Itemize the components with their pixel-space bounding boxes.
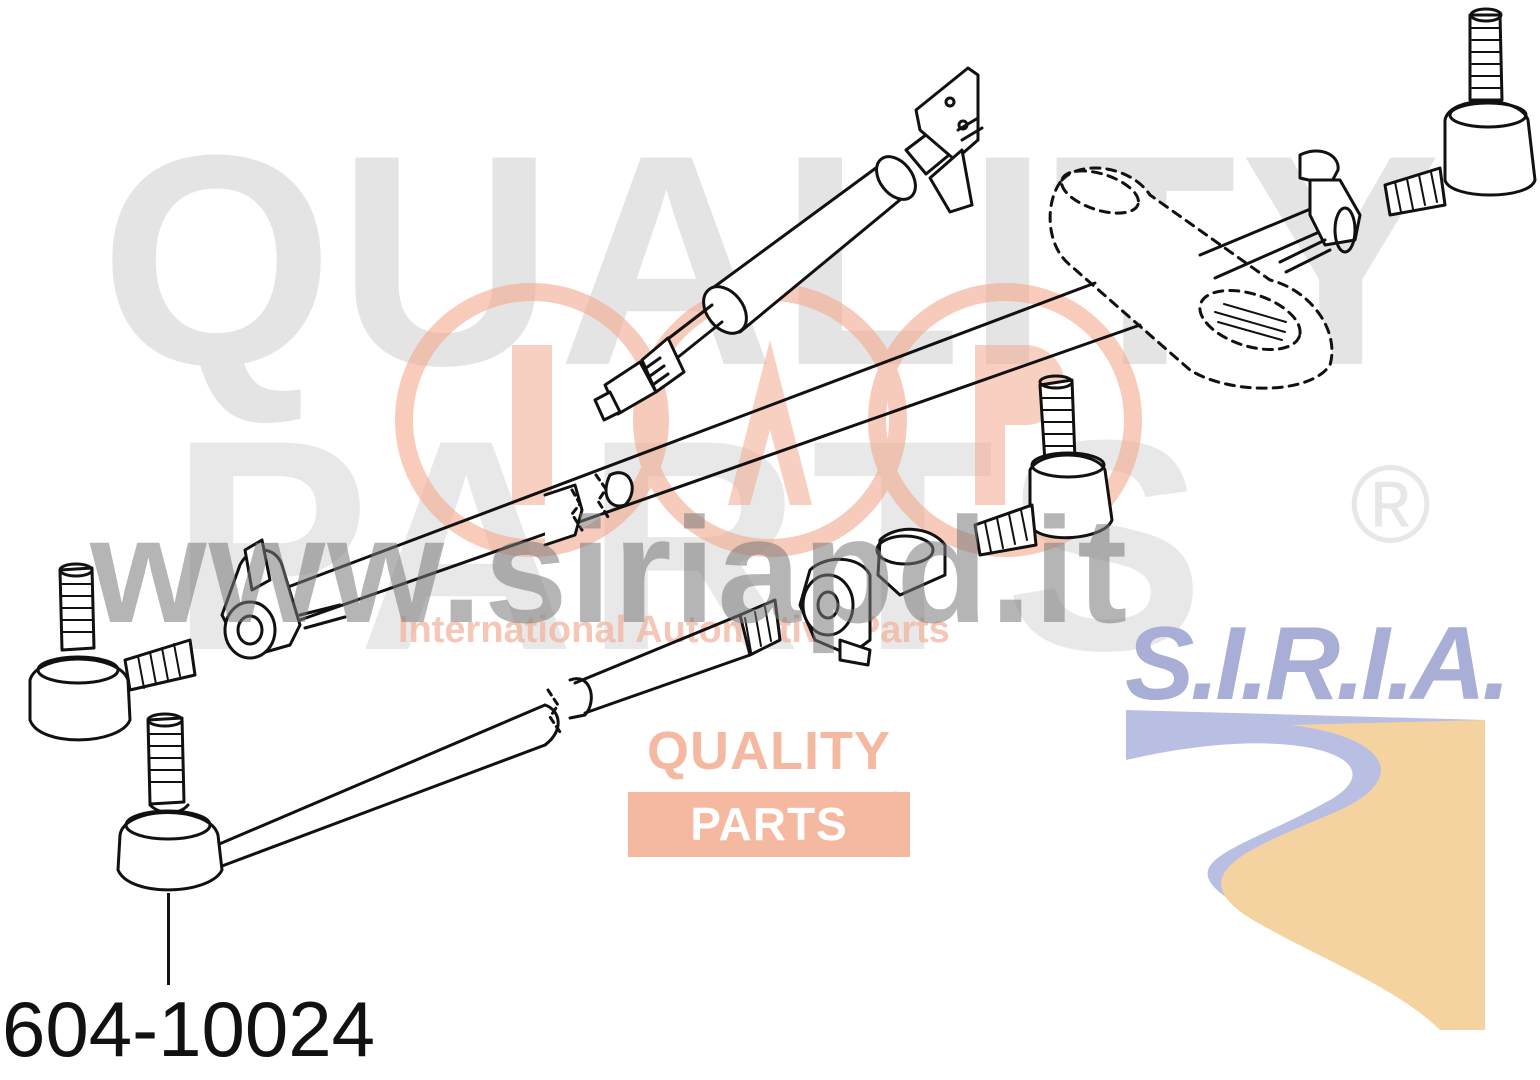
steering-damper — [593, 66, 984, 422]
iap-letter-i — [512, 345, 552, 505]
watermark-registered-mark: ® — [1350, 443, 1432, 566]
idler-arm — [1048, 166, 1334, 390]
idler-arm-knurl — [1214, 303, 1287, 341]
tie-rod-end-middle-right — [973, 374, 1114, 557]
badge-parts-bar — [628, 792, 910, 857]
tie-rod-end-far-left — [28, 562, 197, 742]
siria-logo-road-white — [1126, 743, 1450, 1030]
badge-quality-label: QUALITY — [647, 721, 891, 781]
callout-leader-line — [167, 893, 170, 985]
clamp-collar-middle — [798, 527, 947, 667]
iap-circle-left — [395, 283, 669, 557]
watermark-url: www.siriapd.it — [90, 486, 1130, 654]
center-drag-link — [278, 281, 1142, 622]
idler-bracket — [1198, 149, 1362, 280]
tie-rod-end-upper-right — [1383, 7, 1537, 217]
quality-parts-badge: QUALITY PARTS ® — [628, 722, 910, 857]
siria-logo-road — [1221, 720, 1485, 1030]
tie-rod-end-lower-left — [116, 712, 224, 892]
badge-registered-mark: ® — [890, 788, 901, 804]
siria-logo-text: S.I.R.I.A. — [1125, 606, 1511, 722]
lower-tie-rod — [208, 598, 782, 868]
part-number-label: 604-10024 — [2, 985, 376, 1073]
iap-letter-p-stem — [975, 345, 1005, 505]
badge-parts-label: PARTS — [690, 798, 848, 850]
adjuster-sleeve-left — [220, 538, 347, 660]
